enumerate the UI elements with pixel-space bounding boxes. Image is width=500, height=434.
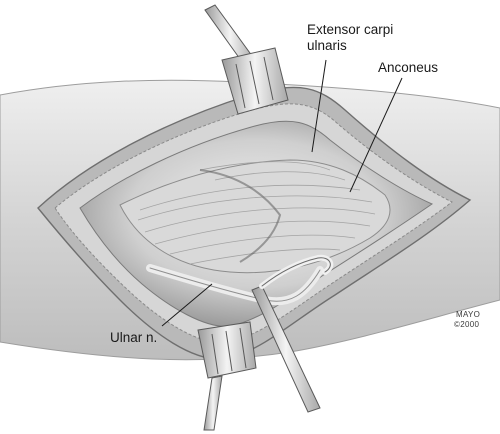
muscle-fibers [137,161,376,265]
nerve-retractor [251,254,334,413]
label-anconeus: Anconeus [378,60,439,75]
label-extensor-carpi-ulnaris-line1: Extensor carpi [307,22,394,37]
label-ulnar-nerve: Ulnar n. [110,330,158,345]
top-retractor [204,4,289,115]
leader-ulnar [161,283,213,327]
credit-year: ©2000 [454,320,480,329]
credit-mayo: MAYO [456,310,481,319]
label-extensor-carpi-ulnaris-line2: ulnaris [307,38,347,53]
leader-extensor [311,59,327,153]
leader-anconeus [349,77,403,193]
muscle-belly [119,159,391,274]
bottom-retractor [197,321,257,431]
muscle-interval [199,169,282,263]
